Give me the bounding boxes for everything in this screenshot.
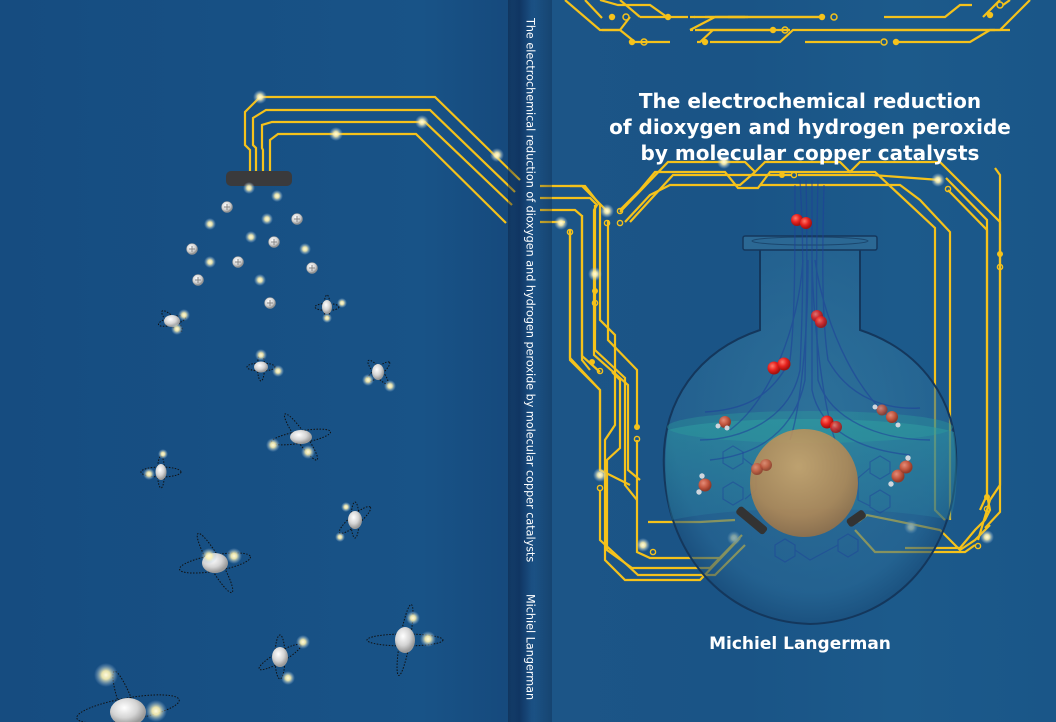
peroxide-water-molecules bbox=[696, 404, 913, 495]
book-title: The electrochemical reduction of dioxyge… bbox=[590, 88, 1030, 166]
copper-catalyst bbox=[750, 429, 858, 537]
electron-proton-spray bbox=[186, 182, 318, 309]
hydrogen-molecules bbox=[76, 294, 444, 722]
book-spine bbox=[508, 0, 552, 722]
title-line-1: The electrochemical reduction bbox=[638, 89, 982, 113]
back-wires bbox=[243, 95, 741, 582]
top-circuit-traces bbox=[564, 0, 1031, 44]
author-name: Michiel Langerman bbox=[709, 634, 891, 654]
top-circuit-nodes bbox=[608, 1, 1004, 46]
electron-glows bbox=[94, 298, 436, 722]
spine-author: Michiel Langerman bbox=[523, 594, 537, 701]
oxygen-molecules bbox=[767, 214, 842, 433]
spine-title: The electrochemical reduction of dioxyge… bbox=[523, 18, 537, 563]
pad-nodes bbox=[566, 171, 1004, 556]
front-right-trace-box bbox=[619, 160, 1002, 550]
hydrogen-atoms bbox=[110, 300, 415, 722]
flask bbox=[662, 179, 958, 626]
title-line-2: of dioxygen and hydrogen peroxide bbox=[609, 115, 1011, 139]
electrode-bar bbox=[226, 171, 292, 186]
spine-text: The electrochemical reduction of dioxyge… bbox=[524, 0, 537, 722]
title-line-3: by molecular copper catalysts bbox=[640, 141, 980, 165]
